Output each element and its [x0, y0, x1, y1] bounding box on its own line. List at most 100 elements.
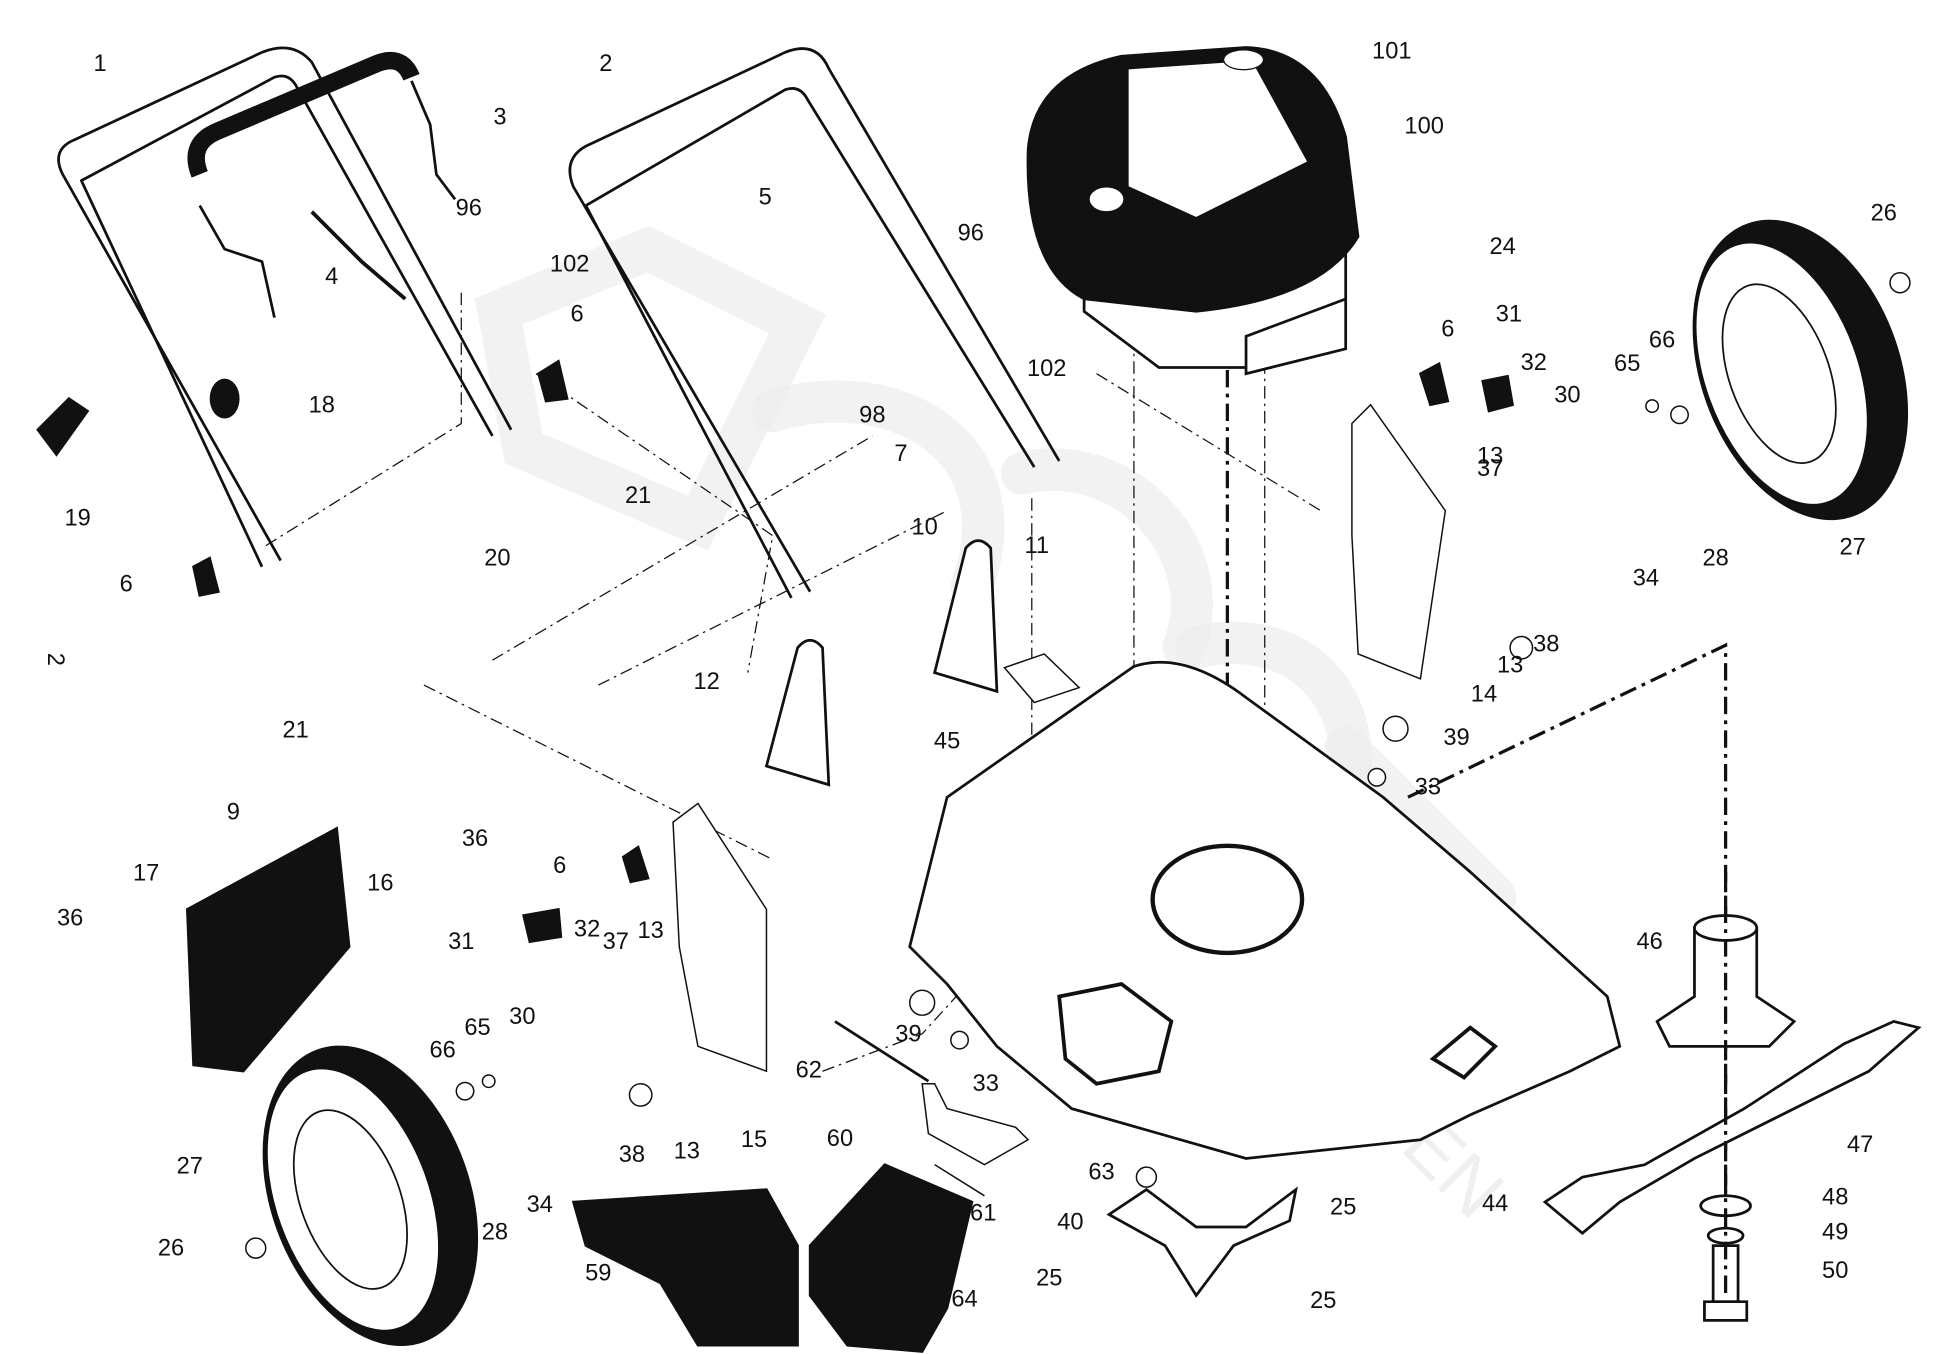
callout-rod: 20 [484, 546, 510, 572]
engine-cover [1026, 46, 1360, 313]
upper-handle [57, 46, 513, 568]
callout-mulch-plug: 59 [585, 1261, 611, 1287]
callout-rear-flap: 9 [227, 800, 240, 826]
callout-spring: 61 [970, 1201, 996, 1227]
callout-bolt: 13 [637, 918, 663, 944]
callout-height-plate-left: 12 [694, 669, 720, 695]
callout-label-plate: 45 [934, 729, 960, 755]
callout-handle-bolt: 5 [759, 184, 772, 210]
callout-nut: 33 [1415, 775, 1441, 801]
height-plate-right [932, 539, 999, 694]
callout-side-plate-left: 15 [741, 1127, 767, 1153]
callout-flange-nut: 39 [895, 1021, 921, 1047]
callout-lever-grip: 31 [1496, 301, 1522, 327]
callout-cable-guide: 19 [64, 506, 90, 532]
callout-bolt: 13 [1497, 653, 1523, 679]
side-discharge-door [808, 1163, 974, 1353]
callout-engine-cover: 100 [1404, 113, 1443, 139]
callout-bolt: 37 [603, 929, 629, 955]
callout-control-bail: 3 [493, 105, 506, 131]
small-hardware [36, 272, 1911, 1259]
lower-handle [568, 47, 1061, 599]
callout-hairpin-clip: 7 [894, 441, 907, 467]
callout-washer: 66 [1649, 328, 1675, 354]
callout-nut: 26 [158, 1236, 184, 1262]
callout-bolt: 25 [1330, 1194, 1356, 1220]
hinge-rod [834, 1020, 930, 1083]
callout-engine: 24 [1489, 234, 1515, 260]
callout-wheel-bolt: 28 [1702, 546, 1728, 572]
blade [1542, 1019, 1922, 1235]
callout-hinge-bracket: 60 [827, 1126, 853, 1152]
page-marker: 2 [42, 653, 68, 666]
callout-hinge-rod: 62 [796, 1057, 822, 1083]
callout-handle-knob: 6 [571, 301, 584, 327]
callout-height-lever: 32 [574, 917, 600, 943]
baffle-bracket [1106, 1186, 1298, 1298]
callout-axle-bracket: 30 [509, 1004, 535, 1030]
callout-axle-bracket: 30 [1554, 382, 1580, 408]
height-plate-left [764, 638, 831, 787]
deck [908, 660, 1622, 1160]
rear-flap [185, 826, 351, 1073]
callout-height-plate-right: 11 [1024, 533, 1049, 559]
callout-side-plate-right: 14 [1471, 681, 1497, 707]
callout-bolt: 13 [674, 1138, 700, 1164]
callout-washer: 66 [429, 1038, 455, 1064]
callout-nut: 26 [1871, 200, 1897, 226]
wheel-left [262, 1045, 479, 1347]
callout-wheel: 27 [177, 1153, 203, 1179]
callout-height-lever: 32 [1521, 350, 1547, 376]
callout-screw: 102 [550, 252, 589, 278]
callout-cable-clip: 96 [456, 195, 482, 221]
callout-o-ring: 65 [464, 1015, 490, 1041]
callout-spacer: 38 [619, 1142, 645, 1168]
callout-spring: 16 [367, 871, 393, 897]
mulch-plug [571, 1188, 799, 1347]
callout-shoulder-bolt: 21 [282, 717, 308, 743]
callout-nut: 33 [973, 1071, 999, 1097]
callout-cover-screw: 101 [1372, 39, 1411, 65]
callout-screw: 102 [1027, 356, 1066, 382]
callout-blade-adapter: 46 [1636, 929, 1662, 955]
callout-side-discharge-door: 64 [951, 1287, 977, 1313]
callout-washer: 48 [1822, 1185, 1848, 1211]
callout-knob: 18 [309, 392, 335, 418]
callout-handle-knob: 6 [120, 572, 133, 598]
callout-control-cable: 4 [325, 264, 338, 290]
control-cable [310, 210, 407, 301]
callout-spacer: 38 [1533, 631, 1559, 657]
control-bail [187, 51, 457, 318]
callout-blade: 47 [1847, 1132, 1873, 1158]
callout-shoulder-bolt: 21 [625, 483, 651, 509]
wheel-right [1692, 219, 1909, 521]
callout-wheel-bolt: 28 [482, 1219, 508, 1245]
callout-cable-clip: 96 [958, 220, 984, 246]
callout-baffle-bracket: 40 [1057, 1209, 1083, 1235]
hinge-bracket [921, 1082, 1030, 1166]
callout-bolt: 37 [1477, 456, 1503, 482]
callout-wheel: 27 [1839, 534, 1865, 560]
callout-bolt: 98 [859, 402, 885, 428]
callout-nut: 63 [1088, 1160, 1114, 1186]
callout-lower-handle: 2 [599, 51, 612, 77]
side-plate-right [1351, 403, 1447, 680]
side-plate-left [672, 802, 768, 1073]
callout-bolt: 25 [1036, 1265, 1062, 1291]
callout-bolt: 13 [1477, 443, 1503, 469]
callout-bolt: 25 [1310, 1288, 1336, 1314]
callout-pivot-pin: 10 [912, 514, 938, 540]
callout-flap-rod: 36 [462, 826, 488, 852]
callout-blade-bolt: 50 [1822, 1258, 1848, 1284]
callout-lock-washer: 49 [1822, 1219, 1848, 1245]
label-plate [1003, 653, 1081, 704]
callout-handle-knob: 6 [553, 853, 566, 879]
callout-lever-grip: 31 [448, 929, 474, 955]
callout-washer: 34 [527, 1192, 553, 1218]
callout-deck: 44 [1482, 1191, 1508, 1217]
callout-flange-nut: 39 [1443, 725, 1469, 751]
callout-upper-handle: 1 [93, 51, 106, 77]
callout-spring: 17 [133, 861, 159, 887]
